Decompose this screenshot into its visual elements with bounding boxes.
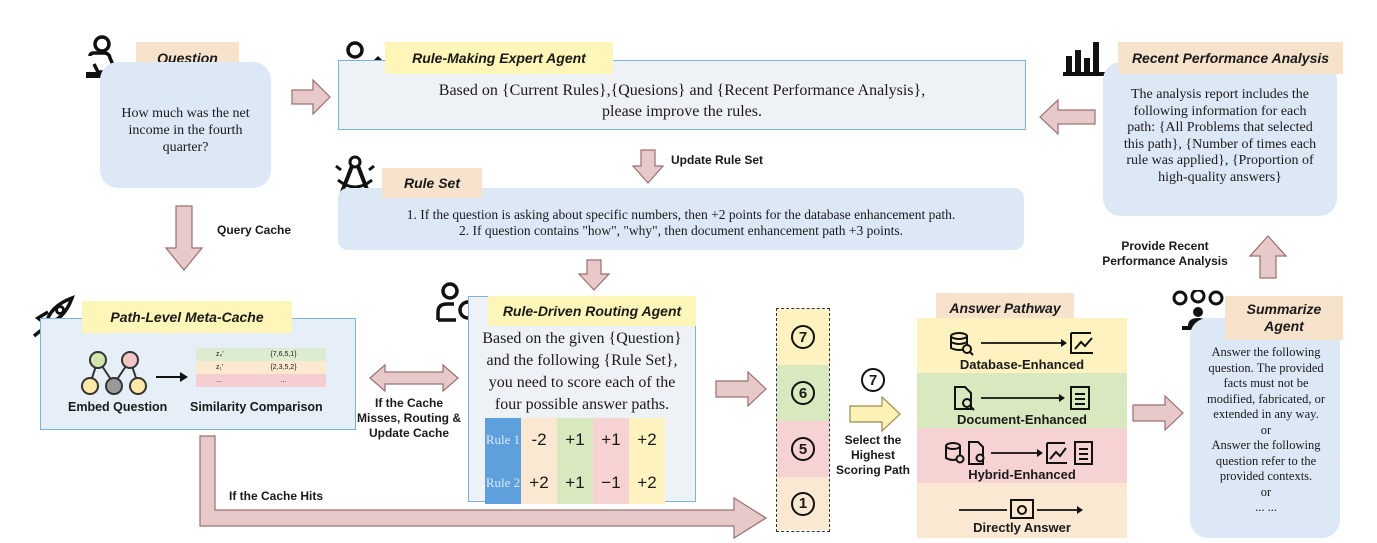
performance-box (1103, 62, 1337, 216)
path-label: Hybrid-Enhanced (968, 467, 1076, 482)
total-score-value: 7 (791, 325, 815, 349)
similarity-row: ... ... (196, 374, 326, 387)
path-hybrid-enhanced: Hybrid-Enhanced (917, 428, 1127, 483)
rule-set-tag: Rule Set (382, 168, 482, 198)
compass-icon (332, 152, 378, 203)
similarity-table: z₀' {7,6,5,1} z₁' {2,3,5,2} ... ... (196, 348, 326, 387)
rule-2-label: Rule 2 (485, 461, 521, 504)
arrow-query-cache (164, 205, 204, 271)
path-document-enhanced: Document-Enhanced (917, 373, 1127, 428)
arrow-select-path (849, 395, 901, 433)
arrow-routing-to-scores (715, 370, 767, 408)
total-score-direct: 1 (777, 477, 829, 530)
routing-agent-text: Based on the given {Question} and the fo… (482, 330, 682, 413)
rule-set-rules: 1. If the question is asking about speci… (338, 207, 1024, 239)
cache-hit-label: If the Cache Hits (229, 489, 324, 503)
similarity-comparison-label: Similarity Comparison (190, 400, 323, 414)
arrow-cache-routing (369, 363, 459, 393)
summarize-option-2: Answer the following question refer to t… (1211, 438, 1321, 483)
embed-question-label: Embed Question (68, 400, 168, 414)
bar-chart-icon (1063, 38, 1109, 81)
score-cell: +1 (593, 418, 629, 461)
arrow-ruleset-to-routing (577, 259, 611, 291)
total-score-document: 6 (777, 365, 829, 421)
direct-path-icon (959, 499, 1083, 519)
expert-agent-line1: Based on {Current Rules},{Quesions} and … (438, 82, 926, 99)
score-table: Rule 1 -2 +1 +1 +2 Rule 2 +2 +1 −1 +2 (485, 418, 665, 504)
summarize-agent-tag: Summarize Agent (1225, 296, 1343, 340)
arrow-pathway-to-summarize (1132, 394, 1184, 432)
hybrid-path-icon (945, 441, 1093, 465)
rule-2-text: 2. If question contains "how", "why", th… (459, 223, 903, 238)
path-label: Database-Enhanced (959, 357, 1085, 372)
total-score-value: 1 (791, 491, 815, 516)
path-database-enhanced: Database-Enhanced (917, 318, 1127, 373)
similarity-value: {2,3,5,2} (270, 364, 297, 371)
arrow-question-to-expert (291, 78, 331, 116)
similarity-value: {7,6,5,1} (270, 351, 297, 358)
total-scores-column: 7 6 5 1 (776, 308, 830, 532)
rule-2-row: Rule 2 +2 +1 −1 +2 (485, 461, 665, 504)
path-label: Directly Answer (973, 520, 1071, 535)
score-cell: +2 (629, 418, 665, 461)
similarity-key: z₀' (216, 351, 224, 358)
path-label: Document-Enhanced (956, 412, 1087, 427)
meta-cache-tag: Path-Level Meta-Cache (82, 301, 292, 333)
score-cell: +2 (521, 461, 557, 504)
arrow-provide-performance (1248, 235, 1288, 279)
expert-agent-tag: Rule-Making Expert Agent (385, 42, 613, 74)
expert-agent-line2: please improve the rules. (602, 103, 762, 120)
summarize-or-2: or (1260, 484, 1272, 499)
rule-1-row: Rule 1 -2 +1 +1 +2 (485, 418, 665, 461)
embedding-tree-icon (78, 350, 152, 401)
arrow-cache-hits (199, 435, 768, 540)
total-score-hybrid: 5 (777, 421, 829, 477)
score-cell: −1 (593, 461, 629, 504)
similarity-value: ... (280, 377, 287, 384)
provide-performance-label: Provide Recent Performance Analysis (1102, 239, 1228, 268)
performance-tag: Recent Performance Analysis (1118, 42, 1343, 74)
rule-1-text: 1. If the question is asking about speci… (406, 207, 956, 222)
query-cache-label: Query Cache (217, 223, 292, 237)
summarize-ellipsis: ... ... (1255, 500, 1277, 514)
similarity-key: z₁' (216, 364, 224, 371)
cache-miss-label: If the Cache Misses, Routing & Update Ca… (356, 396, 461, 440)
database-path-icon (950, 332, 1093, 356)
update-rule-set-label: Update Rule Set (671, 153, 764, 167)
routing-agent-tag: Rule-Driven Routing Agent (488, 296, 696, 326)
total-score-value: 6 (791, 381, 815, 405)
rule-1-label: Rule 1 (485, 418, 521, 461)
score-cell: -2 (521, 418, 557, 461)
arrow-update-rule-set (631, 149, 665, 184)
similarity-key: ... (216, 377, 222, 384)
arrow-performance-to-expert (1039, 98, 1096, 136)
total-score-database: 7 (777, 309, 829, 365)
answer-pathway-panel: Database-Enhanced Document-Enhanced (917, 318, 1127, 538)
selected-score: 7 (861, 368, 885, 392)
score-cell: +2 (629, 461, 665, 504)
expert-agent-text: Based on {Current Rules},{Quesions} and … (338, 80, 1026, 122)
question-box (100, 62, 271, 188)
embed-arrow-icon (156, 370, 188, 388)
summarize-agent-box (1190, 318, 1340, 538)
path-directly-answer: Directly Answer (917, 483, 1127, 538)
document-path-icon (954, 386, 1090, 411)
score-cell: +1 (557, 461, 593, 504)
performance-text: The analysis report includes the followi… (1123, 87, 1317, 185)
select-highest-label: Select the Highest Scoring Path (836, 433, 911, 477)
similarity-row: z₁' {2,3,5,2} (196, 361, 326, 374)
similarity-row: z₀' {7,6,5,1} (196, 348, 326, 361)
summarize-option-1: Answer the following question. The provi… (1206, 345, 1325, 421)
summarize-agent-text: Answer the following question. The provi… (1200, 345, 1332, 516)
total-score-value: 5 (791, 437, 815, 461)
rule-set-box (338, 188, 1024, 250)
summarize-or-1: or (1260, 422, 1272, 437)
score-cell: +1 (557, 418, 593, 461)
question-text: How much was the net income in the fourt… (121, 106, 250, 155)
